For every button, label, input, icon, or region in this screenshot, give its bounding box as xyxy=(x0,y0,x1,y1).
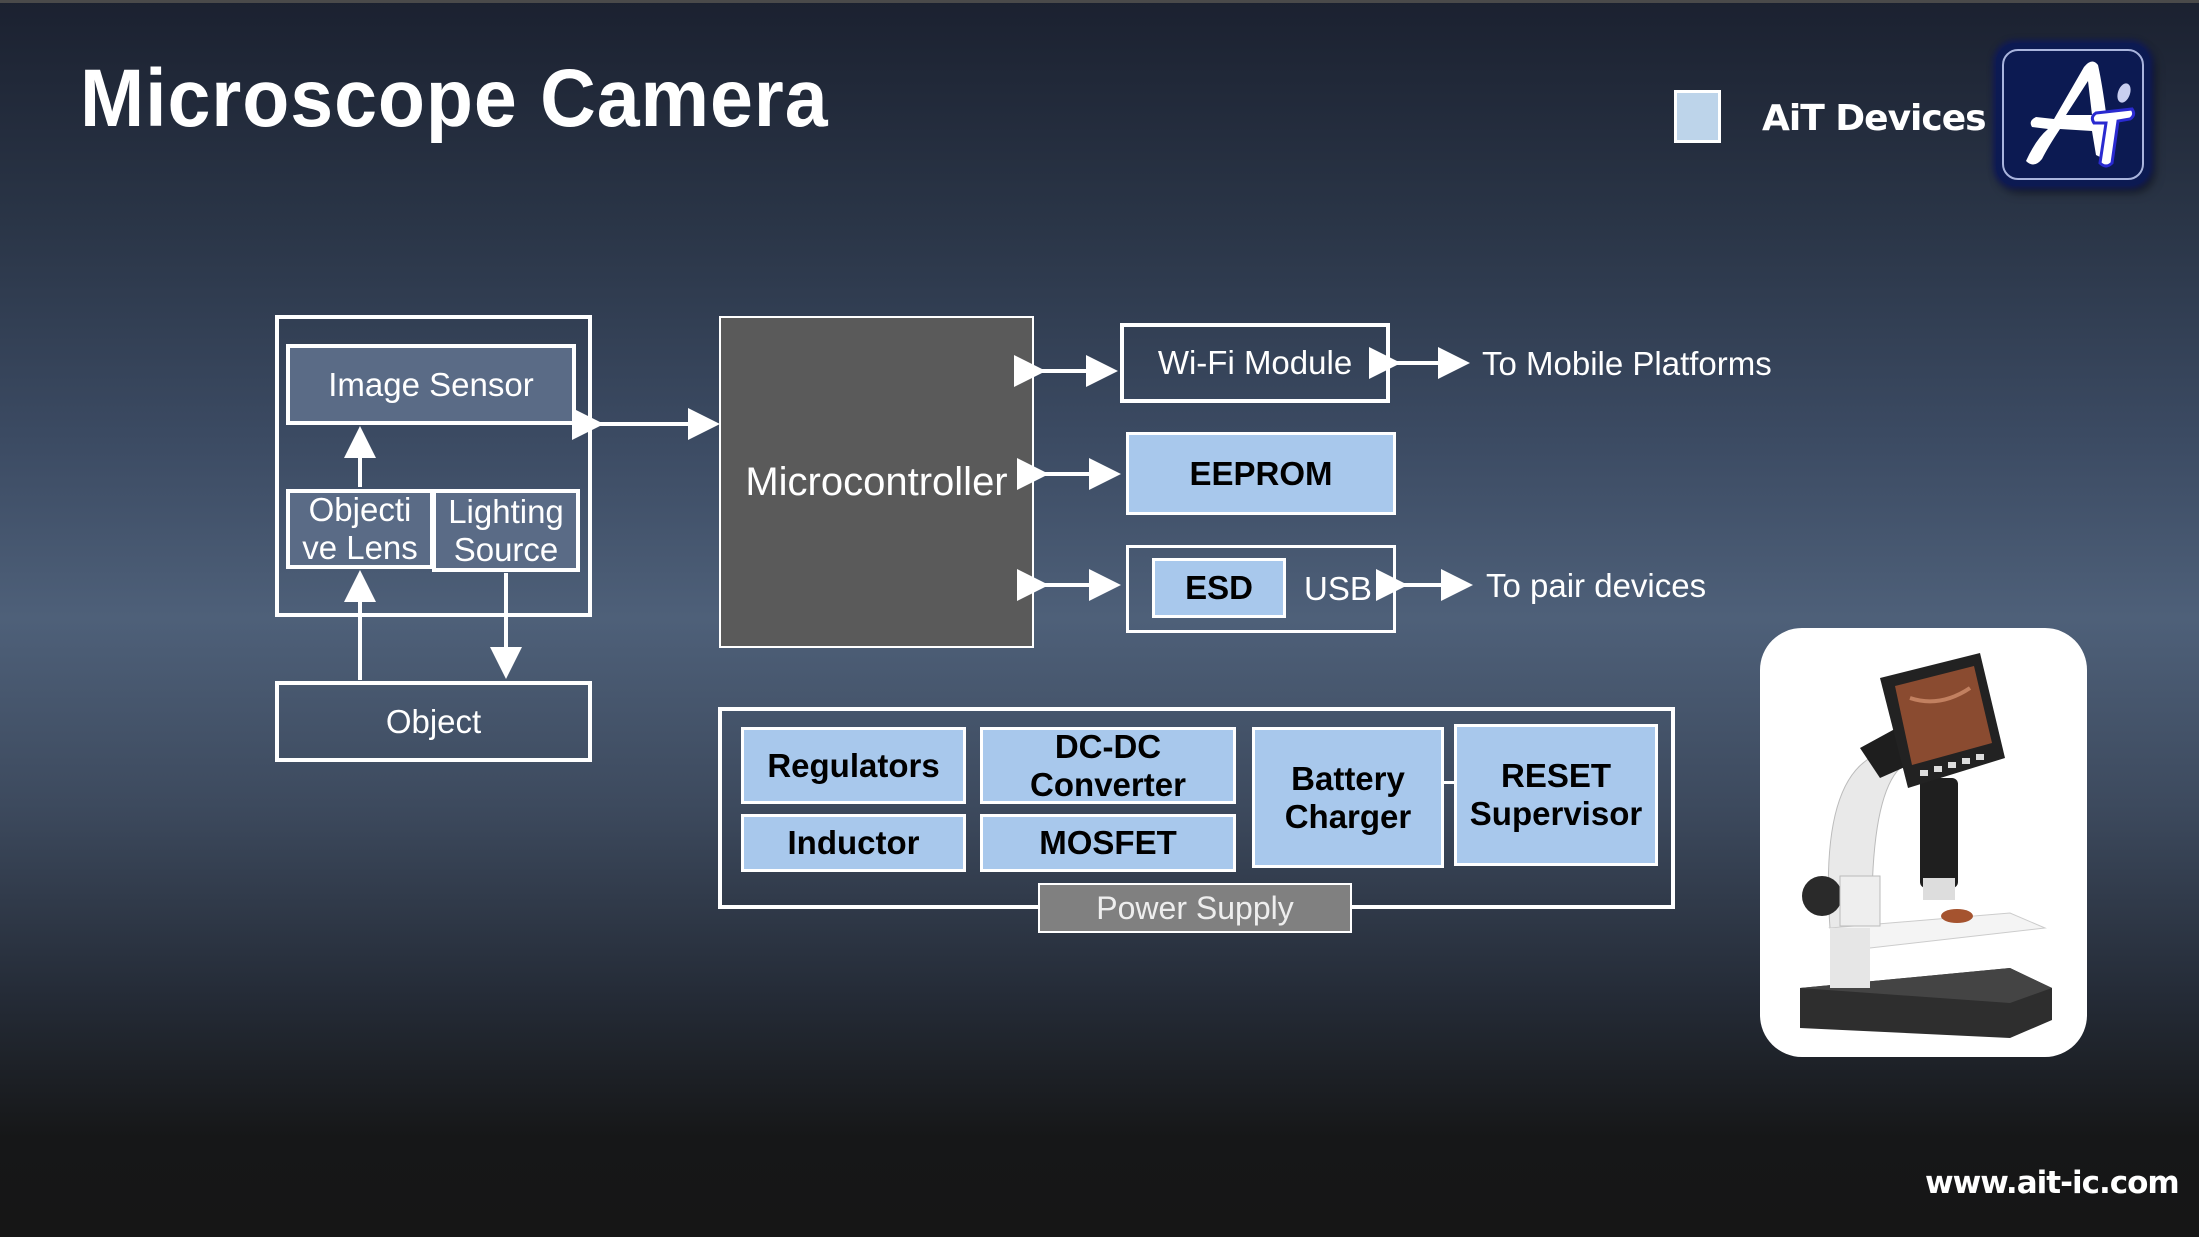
reset-supervisor-label-line2: Supervisor xyxy=(1469,795,1643,832)
dcdc-label-line2: Converter xyxy=(1030,765,1186,803)
dcdc-converter-block: DC-DC Converter xyxy=(980,727,1236,804)
top-border xyxy=(0,0,2199,3)
footer-url[interactable]: www.ait-ic.com xyxy=(1925,1165,2180,1201)
ait-logo-icon xyxy=(1996,43,2150,186)
object-label: Object xyxy=(385,702,482,740)
legend-label: AiT Devices xyxy=(1762,98,1987,139)
objective-lens-label-line2: ve Lens xyxy=(302,529,418,566)
esd-block: ESD xyxy=(1152,558,1286,618)
battery-charger-block: Battery Charger xyxy=(1252,727,1444,868)
esd-label: ESD xyxy=(1185,569,1253,606)
regulators-block: Regulators xyxy=(741,727,966,804)
slide-title: Microscope Camera xyxy=(80,53,829,144)
image-sensor-block: Image Sensor xyxy=(286,344,576,425)
lighting-source-label-line2: Source xyxy=(453,530,559,568)
inductor-label: Inductor xyxy=(787,824,920,861)
lighting-source-label-line1: Lighting xyxy=(448,492,564,530)
reset-supervisor-block: RESET Supervisor xyxy=(1454,724,1658,866)
battery-charger-label-line2: Charger xyxy=(1284,797,1412,835)
power-supply-label-block: Power Supply xyxy=(1038,883,1352,933)
reset-supervisor-label-line1: RESET xyxy=(1500,757,1612,794)
digital-microscope-photo xyxy=(1760,628,2087,1057)
mosfet-label: MOSFET xyxy=(1039,824,1177,861)
microcontroller-label: Microcontroller xyxy=(745,459,1008,504)
power-supply-label: Power Supply xyxy=(1096,889,1294,926)
inductor-block: Inductor xyxy=(741,814,966,872)
objective-lens-label-line1: Objecti xyxy=(308,491,412,528)
eeprom-label: EEPROM xyxy=(1189,454,1333,492)
wifi-module-label: Wi-Fi Module xyxy=(1157,344,1353,381)
wifi-module-block: Wi-Fi Module xyxy=(1120,323,1390,403)
lighting-source-block: Lighting Source xyxy=(432,489,580,572)
eeprom-block: EEPROM xyxy=(1126,432,1396,515)
image-sensor-label: Image Sensor xyxy=(328,365,534,403)
microscope-illustration-icon xyxy=(1800,653,2052,1038)
microcontroller-block: Microcontroller xyxy=(719,316,1034,648)
battery-charger-label-line1: Battery xyxy=(1291,759,1405,797)
dcdc-label-line1: DC-DC xyxy=(1054,727,1162,765)
regulators-label: Regulators xyxy=(767,746,940,784)
camera-module-group xyxy=(275,315,592,617)
usb-label: USB xyxy=(1304,570,1372,607)
wifi-target-label: To Mobile Platforms xyxy=(1482,345,1772,382)
battery-reset-connector xyxy=(1444,781,1454,784)
usb-target-label: To pair devices xyxy=(1486,567,1707,604)
object-block: Object xyxy=(275,681,592,762)
mosfet-block: MOSFET xyxy=(980,814,1236,872)
objective-lens-block: Objecti ve Lens xyxy=(286,489,434,569)
legend-swatch-ait-devices xyxy=(1674,90,1721,143)
